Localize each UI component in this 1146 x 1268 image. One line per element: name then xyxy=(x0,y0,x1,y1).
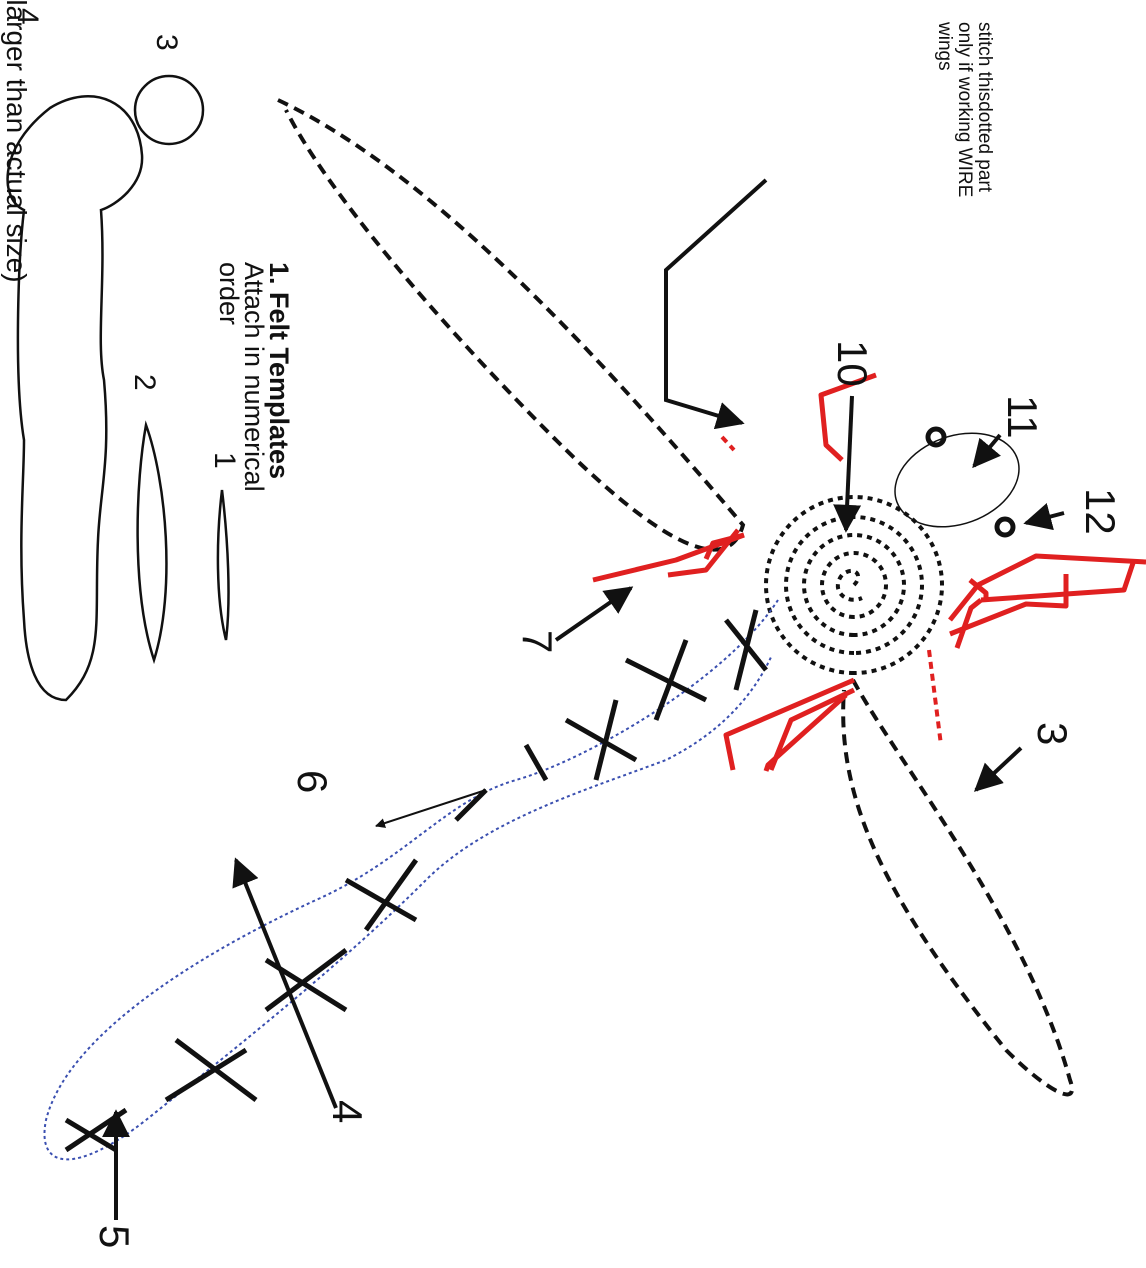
template-label-4: 4 xyxy=(11,8,44,25)
template-label-3: 3 xyxy=(150,34,183,51)
callout-3: 3 xyxy=(1029,722,1076,746)
callout-6: 6 xyxy=(289,770,336,794)
callout-7: 7 xyxy=(514,630,561,654)
head-spiral xyxy=(764,495,944,675)
template-2-shape xyxy=(136,420,168,665)
template-label-1: 1 xyxy=(208,452,241,469)
arrow-12 xyxy=(1023,503,1065,531)
callout-11: 11 xyxy=(999,395,1046,439)
header-text: (larger than actual size) xyxy=(1,0,32,283)
body-outline xyxy=(43,599,779,1161)
callout-4: 4 xyxy=(324,1100,371,1124)
templates-subtitle-1: Attach in numerical xyxy=(239,262,269,492)
knot-11 xyxy=(925,426,947,448)
felt-templates xyxy=(6,74,230,702)
arrow-7 xyxy=(554,586,634,642)
callout-12: 12 xyxy=(1077,488,1124,535)
wire-note: stitch thisdotted part only if working W… xyxy=(934,22,995,198)
arrow-4 xyxy=(232,857,338,1109)
wire-note-line-1: stitch thisdotted part xyxy=(974,22,995,193)
arrow-6 xyxy=(375,789,487,828)
body-cross-stitches xyxy=(64,609,768,1153)
leg-1 xyxy=(818,372,877,462)
leg-8 xyxy=(763,693,848,772)
wire-note-line-2: only if working WIRE xyxy=(954,22,975,198)
template-1-shape xyxy=(216,489,230,641)
template-label-2: 2 xyxy=(128,374,161,391)
arrow-10 xyxy=(833,395,862,533)
callout-5: 5 xyxy=(91,1225,138,1249)
wire-note-line-3: wings xyxy=(934,22,955,71)
leg-5 xyxy=(954,598,983,649)
legs xyxy=(592,372,1146,772)
knot-12 xyxy=(994,516,1016,538)
wire-dotted-lower xyxy=(927,649,943,746)
callout-arrows xyxy=(102,178,1065,1220)
templates-title: 1. Felt Templates xyxy=(264,262,294,480)
template-3-shape xyxy=(133,74,205,146)
leg-4 xyxy=(948,553,1146,622)
arrow-note xyxy=(664,178,768,430)
wire-dotted-upper xyxy=(720,435,736,452)
callout-10: 10 xyxy=(829,340,876,387)
leg-6 xyxy=(968,578,989,597)
upper-wing-outline xyxy=(277,98,746,552)
arrow-11 xyxy=(972,433,1002,469)
template-4-shape xyxy=(6,95,144,702)
arrow-3 xyxy=(973,746,1023,792)
